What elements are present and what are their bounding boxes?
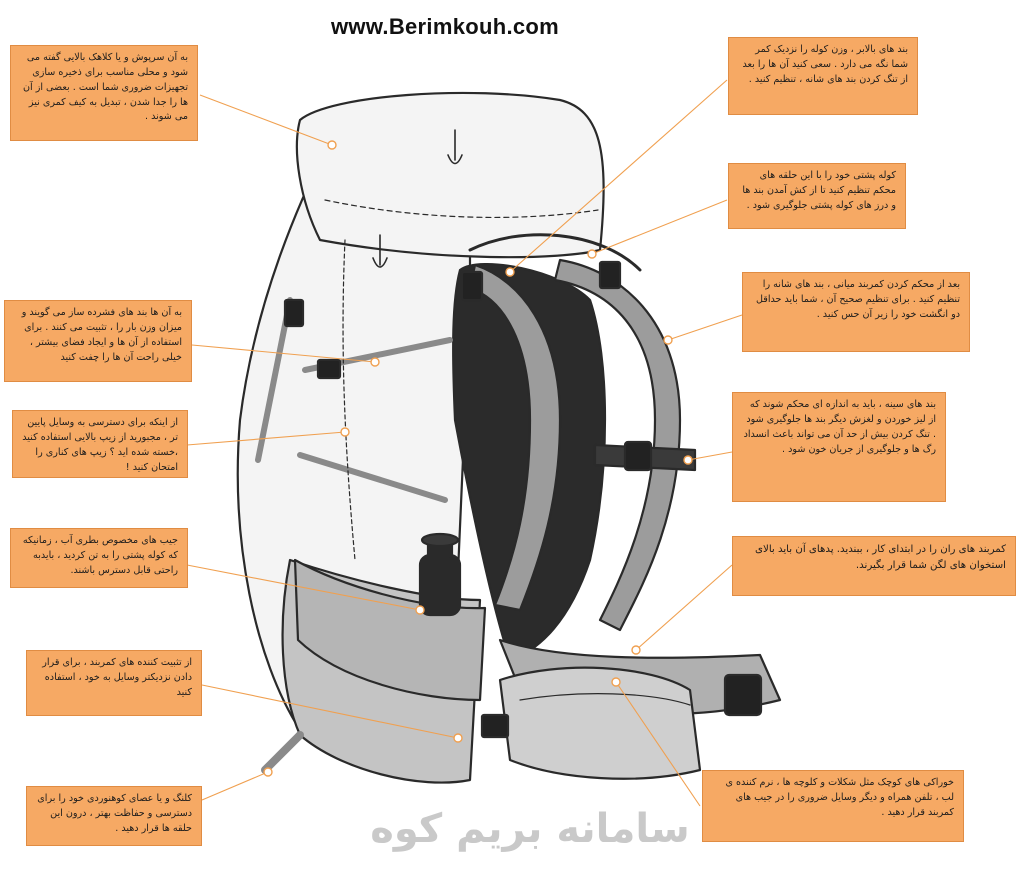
leader-lid <box>199 94 333 146</box>
compression-strap-2 <box>297 452 448 503</box>
compression-buckle-1 <box>316 358 342 380</box>
lid-strap-left <box>255 297 293 463</box>
marker-compression <box>370 357 380 367</box>
compression-buckle-2 <box>283 298 305 328</box>
load-lifter-buckle-right <box>598 260 622 290</box>
leader-hipbelt <box>635 564 733 651</box>
pack-lid <box>295 91 605 259</box>
marker-bottle-pocket <box>415 605 425 615</box>
marker-frame-rings <box>587 249 597 259</box>
leader-bottle-pocket <box>186 564 421 611</box>
callout-hip-pocket: خوراکی های کوچک مثل شکلات و کلوچه ها ، ن… <box>702 770 964 842</box>
marker-load-lifters <box>505 267 515 277</box>
lid-seam <box>324 199 599 219</box>
callout-hipbelt: کمربند های ران را در ابتدای کار ، ببندید… <box>732 536 1016 596</box>
site-url: www.Berimkouh.com <box>331 14 559 39</box>
marker-hip-pocket <box>611 677 621 687</box>
leader-hipbelt-stabilizer <box>201 684 459 739</box>
leader-tool-loops <box>201 771 269 801</box>
callout-bottle-pocket: جیب های مخصوص بطری آب ، زمانیکه که کوله … <box>10 528 188 588</box>
lid-zip-pull <box>447 129 463 165</box>
leader-load-lifters <box>509 79 728 273</box>
callout-shoulder-straps: بعد از محکم کردن کمربند میانی ، بند های … <box>742 272 970 352</box>
marker-sternum-strap <box>683 455 693 465</box>
shoulder-strap-left <box>468 263 562 612</box>
marker-hipbelt-stabilizer <box>453 733 463 743</box>
side-zip-pull <box>372 234 388 268</box>
frame-sheet <box>468 233 642 272</box>
callout-sternum-strap: بند های سینه ، باید به اندازه ای محکم شو… <box>732 392 946 502</box>
stabilizer-buckle <box>480 713 510 739</box>
callout-frame-rings: کوله پشتی خود را با این حلقه های محکم تن… <box>728 163 906 229</box>
callout-lid: به آن سرپوش و یا کلاهک بالایی گفته می شو… <box>10 45 198 141</box>
water-bottle <box>418 532 462 617</box>
hip-buckle <box>723 673 763 717</box>
callout-side-zip: از اینکه برای دسترسی به وسایل پایین تر ،… <box>12 410 188 478</box>
load-lifter-buckle-left <box>460 270 484 302</box>
hip-pocket-zip <box>519 693 691 706</box>
marker-side-zip <box>340 427 350 437</box>
tool-loop-strap <box>261 731 304 774</box>
leader-side-zip <box>186 431 346 446</box>
marker-hipbelt <box>631 645 641 655</box>
leader-hip-pocket <box>615 681 701 807</box>
marker-lid <box>327 140 337 150</box>
sternum-buckle <box>623 440 653 472</box>
callout-hipbelt-stabilizer: از تثبیت کننده های کمربند ، برای قرار دا… <box>26 650 202 716</box>
marker-shoulder-straps <box>663 335 673 345</box>
leader-sternum-strap <box>687 451 733 461</box>
callout-tool-loops: کلنگ و یا عصای کوهنوردی خود را برای دستر… <box>26 786 202 846</box>
leader-shoulder-straps <box>667 314 743 341</box>
side-zipper-line <box>342 239 356 561</box>
marker-tool-loops <box>263 767 273 777</box>
callout-load-lifters: بند های بالابر ، وزن کوله را نزدیک کمر ش… <box>728 37 918 115</box>
callout-compression-straps: به آن ها بند های فشرده ساز می گویند و می… <box>4 300 192 382</box>
brand-watermark: سامانه بریم کوه <box>370 806 690 852</box>
leader-frame-rings <box>591 199 728 255</box>
leader-compression <box>191 344 376 363</box>
